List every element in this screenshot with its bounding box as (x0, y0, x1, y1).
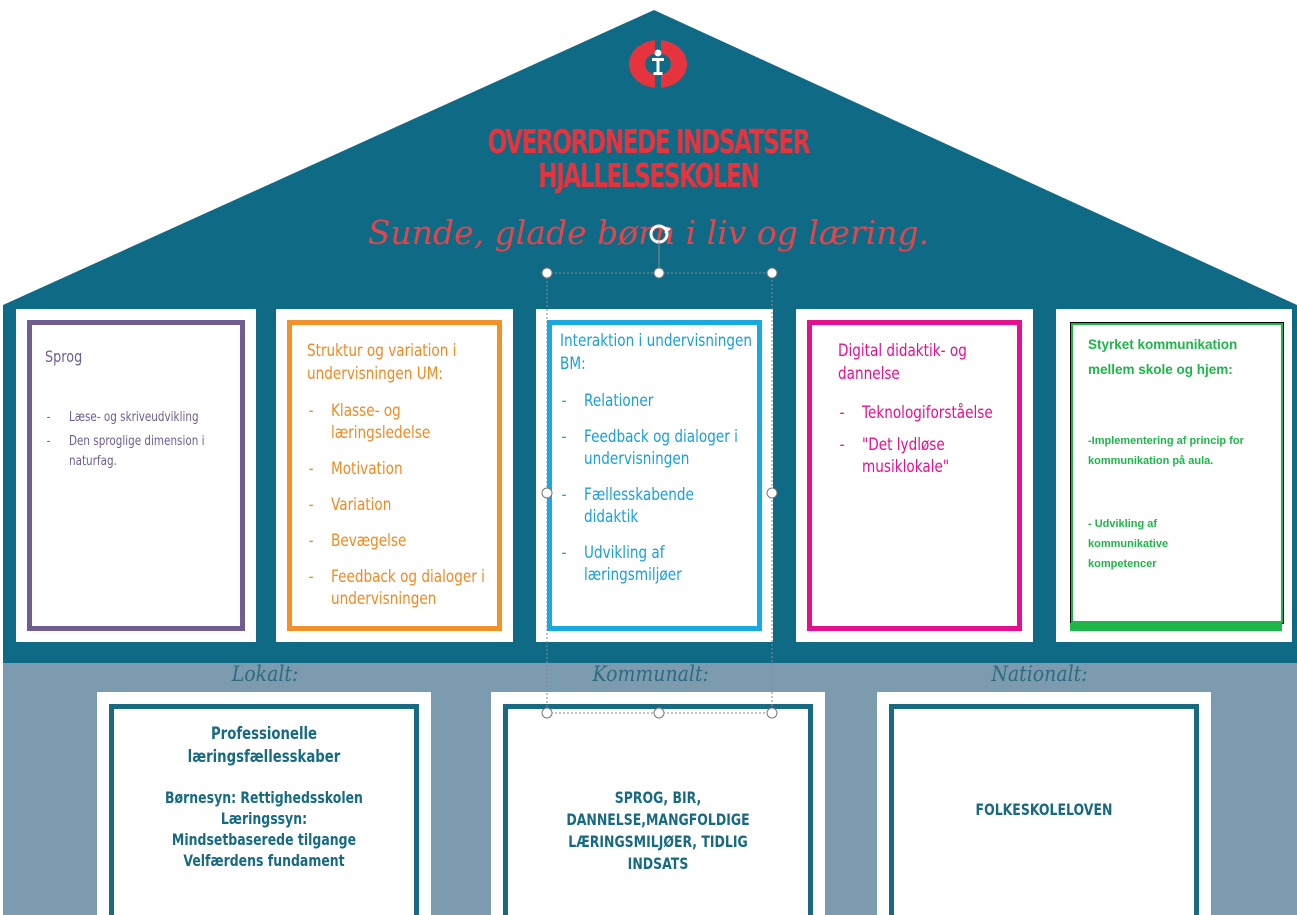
pillar-card-interaktion: Interaktion i undervisningen BM: Relatio… (536, 309, 773, 642)
list-item: Variation (307, 494, 495, 516)
list-item: Motivation (307, 458, 495, 480)
level-label-kommunalt: Kommunalt: (592, 662, 709, 686)
list-item: Læse- og skriveudvikling (45, 408, 237, 428)
list-item: Fællesskabende didaktik (560, 484, 752, 528)
resize-handle-icon (541, 267, 553, 279)
list-item: Klasse- og læringsledelse (307, 400, 495, 444)
level-label-lokalt: Lokalt: (231, 662, 299, 686)
list-item: Feedback og dialoger i undervisningen (560, 426, 752, 470)
resize-handle-icon (541, 707, 553, 719)
pillar-heading-sprog: Sprog (45, 347, 83, 366)
main-title-line2: HJALLELSESKOLEN (538, 156, 760, 195)
pillar-card-sprog: Sprog Læse- og skriveudvikling Den sprog… (16, 309, 256, 642)
kommunalt-text: SPROG, BIR, DANNELSE,MANGFOLDIGE LÆRINGS… (566, 788, 750, 873)
resize-handle-icon (766, 707, 778, 719)
pillar-card-kommunikation: Styrket kommunikation mellem skole og hj… (1056, 309, 1292, 642)
foundation-card-lokalt: Professionelle læringsfællesskaber Børne… (97, 692, 431, 915)
roof (3, 10, 1297, 305)
foundation-frame-nationalt: FOLKESKOLELOVEN (889, 704, 1199, 915)
pillar-item-kommunikation-2: - Udvikling af kommunikative kompetencer (1088, 518, 1169, 570)
resize-handle-icon (766, 267, 778, 279)
foundation-frame-lokalt: Professionelle læringsfællesskaber Børne… (109, 704, 419, 915)
list-item: Feedback og dialoger i undervisningen (307, 566, 495, 610)
list-item: Den sproglige dimension i naturfag. (45, 432, 237, 472)
pillar-frame-struktur: Struktur og variation i undervisningen U… (287, 320, 502, 631)
pillar-heading-struktur: Struktur og variation i undervisningen U… (307, 341, 457, 384)
resize-handle-icon (766, 487, 778, 499)
motto: Sunde, glade børn i liv og læring. (367, 213, 930, 252)
pillar-frame-digital: Digital didaktik- og dannelse Teknologif… (807, 320, 1022, 631)
lokalt-line-2: Børnesyn: Rettighedsskolen (165, 788, 363, 807)
lokalt-line-3: Læringssyn: Mindsetbaserede tilgange (171, 809, 357, 849)
resize-handle-icon (541, 487, 553, 499)
foundation-card-kommunalt: SPROG, BIR, DANNELSE,MANGFOLDIGE LÆRINGS… (491, 692, 825, 915)
pillar-item-kommunikation-1: -Implementering af princip for kommunika… (1088, 435, 1244, 467)
lokalt-line-1: Professionelle læringsfællesskaber (187, 724, 341, 767)
pillar-frame-bottom-bar (1070, 623, 1282, 631)
list-item: Udvikling af læringsmiljøer (560, 542, 752, 586)
list-item: "Det lydløse musiklokale" (838, 434, 1006, 478)
pillar-frame-interaktion: Interaktion i undervisningen BM: Relatio… (547, 320, 762, 631)
pillar-frame-sprog: Sprog Læse- og skriveudvikling Den sprog… (27, 320, 245, 631)
resize-handle-icon (653, 707, 665, 719)
foundation-card-nationalt: FOLKESKOLELOVEN (877, 692, 1211, 915)
nationalt-text: FOLKESKOLELOVEN (975, 800, 1113, 819)
level-label-nationalt: Nationalt: (991, 662, 1088, 686)
main-title-line1: OVERORDNEDE INDSATSER (487, 122, 811, 161)
list-item: Relationer (560, 390, 752, 412)
resize-handle-icon (653, 267, 665, 279)
pillar-card-digital: Digital didaktik- og dannelse Teknologif… (796, 309, 1033, 642)
lokalt-line-4: Velfærdens fundament (183, 851, 345, 870)
school-logo-icon (629, 38, 687, 90)
pillar-heading-interaktion: Interaktion i undervisningen BM: (560, 331, 752, 374)
pillar-heading-kommunikation: Styrket kommunikation mellem skole og hj… (1088, 337, 1238, 377)
pillar-heading-digital: Digital didaktik- og dannelse (838, 341, 967, 384)
list-item: Bevægelse (307, 530, 495, 552)
pillar-card-struktur: Struktur og variation i undervisningen U… (276, 309, 513, 642)
foundation-frame-kommunalt: SPROG, BIR, DANNELSE,MANGFOLDIGE LÆRINGS… (503, 704, 813, 915)
selection-frame[interactable] (535, 222, 785, 724)
list-item: Teknologiforståelse (838, 402, 1006, 424)
